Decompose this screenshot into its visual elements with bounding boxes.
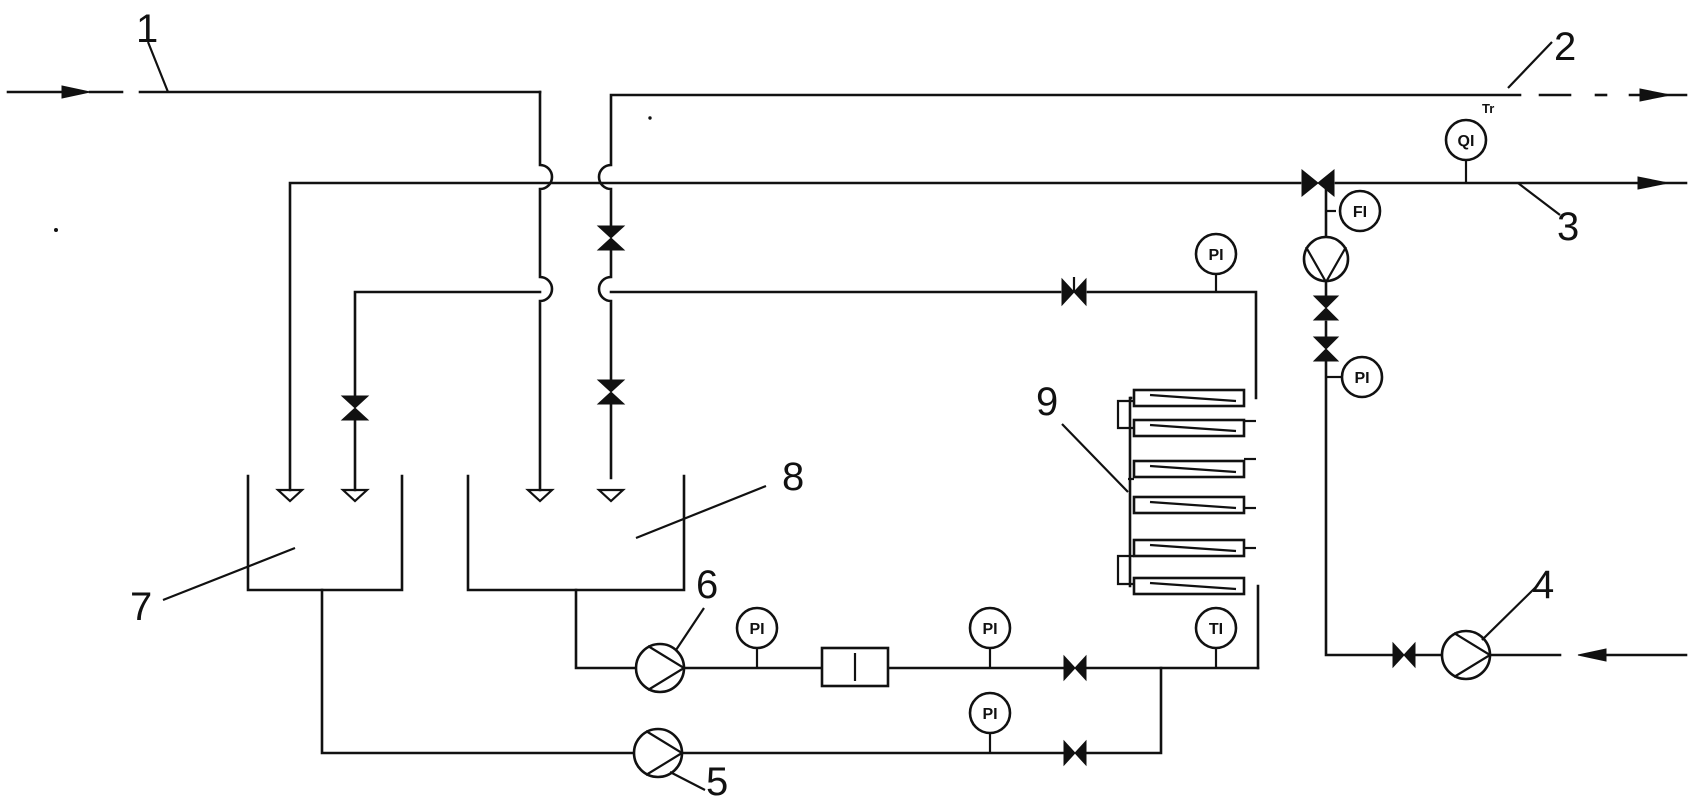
pi-mid-text: PI [982,621,997,638]
valve-line2-upper[interactable] [596,225,626,251]
fi-text: FI [1353,204,1367,221]
pump-5[interactable] [632,727,685,779]
inlet-line-1 [6,90,554,492]
inlet-arrow-icon [61,85,91,99]
scan-dot [648,116,652,120]
instrument-texts: QI Tr FI PI PI PI PI TI PI [749,101,1494,723]
pi-gauge-mid [968,606,1012,650]
membrane-element [1149,423,1237,433]
outlet-2-arrow-icon [1639,88,1671,102]
pump-6[interactable] [634,642,687,694]
valve-recycle[interactable] [1061,277,1087,307]
label-3: 3 [1557,205,1579,249]
membrane-modules [1132,388,1246,596]
membrane-element [1149,543,1237,553]
membrane-module [1132,459,1246,479]
valve-permeate-upper[interactable] [1312,295,1340,321]
pi-gauge-bottom [968,691,1012,735]
membrane-element [1149,500,1237,510]
leader-lines [146,41,1561,791]
qi-text: QI [1458,133,1475,150]
label-2: 2 [1554,25,1576,69]
label-1: 1 [136,7,158,51]
callout-numbers: 1 2 3 4 5 6 7 8 9 [130,7,1579,799]
membrane-element [1149,464,1237,474]
tank-nozzles [275,488,626,503]
label-5: 5 [706,760,728,799]
feed-line [574,584,1260,670]
ti-text: TI [1209,621,1223,638]
label-8: 8 [782,455,804,499]
bypass-line [320,588,1163,755]
valve-pump4[interactable] [1392,641,1416,669]
recycle-line [353,272,1258,492]
valve-recycle-tank7[interactable] [340,395,370,421]
outlet-3-arrow-icon [1637,176,1669,190]
valve-permeate-lower[interactable] [1312,336,1340,362]
membrane-element [1149,393,1237,403]
tank-8 [466,474,686,592]
valves [340,168,1416,767]
membrane-module [1132,495,1246,515]
pi-top-text: PI [1208,247,1223,264]
permeate-header [1324,184,1688,657]
qi-sup-text: Tr [1482,101,1494,116]
valve-bypass[interactable] [1063,739,1087,767]
membrane-module [1132,576,1246,596]
ti-gauge [1194,606,1238,650]
pi-gauge-pump6 [735,606,779,650]
label-7: 7 [130,585,152,629]
pi-bottom-text: PI [982,706,997,723]
pi-gauge-right [1340,355,1384,399]
valve-outlet-3[interactable] [1301,168,1335,198]
membrane-module [1132,388,1246,408]
valve-feed[interactable] [1063,654,1087,682]
membrane-module [1132,538,1246,558]
qi-gauge [1444,118,1488,162]
outlet-line-2 [597,93,1688,480]
pump-permeate[interactable] [1302,235,1350,285]
label-4: 4 [1532,563,1554,607]
label-9: 9 [1036,380,1058,424]
pi-gauge-top [1194,232,1238,276]
fi-gauge [1338,189,1382,233]
tank-7 [246,474,404,592]
pi-pump6-text: PI [749,621,764,638]
pi-right-text: PI [1354,370,1369,387]
outlet-line-3 [288,158,1688,492]
membrane-bank-9 [1116,396,1256,588]
pump-4[interactable] [1440,629,1493,681]
membrane-module [1132,418,1246,438]
instruments [735,118,1488,735]
scan-dot [54,228,58,232]
feed-4-arrow-icon [1577,648,1607,662]
valve-line2-lower[interactable] [596,379,626,405]
label-6: 6 [696,563,718,607]
membrane-element [1149,581,1237,591]
